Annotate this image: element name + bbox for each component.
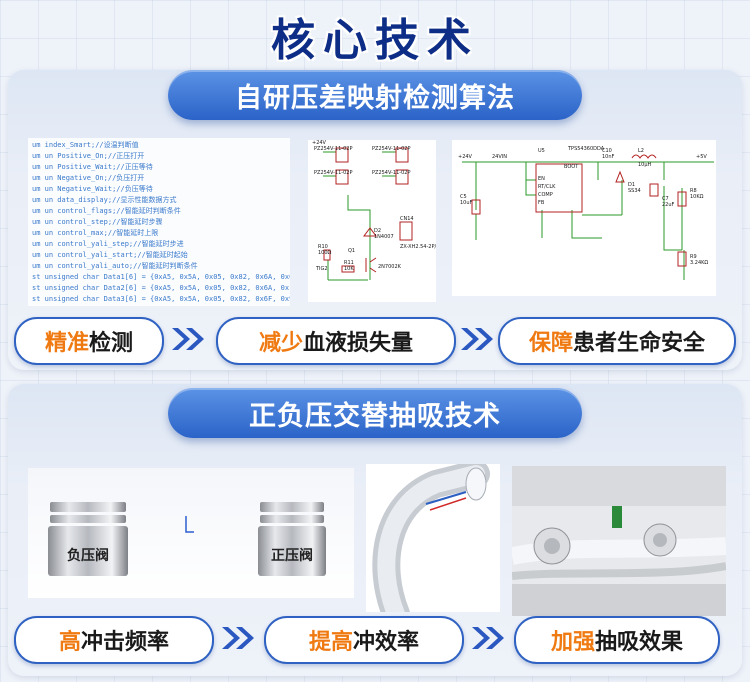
valve-negative-label: 负压阀 <box>67 547 109 564</box>
double-chevron-right-icon <box>170 326 206 356</box>
circuit-label: PZ254V-11-02P <box>372 146 410 152</box>
feature-text: 冲效率 <box>353 630 420 655</box>
circuit-label: Q1 <box>348 248 355 254</box>
circuit-label: FB <box>538 200 545 206</box>
feature-text: 冲击频率 <box>81 630 170 655</box>
circuit-label: R8 <box>690 188 697 194</box>
circuit-label: TIG2 <box>315 266 328 272</box>
circuit-label: R10 <box>318 244 328 250</box>
code-line: igned char Disply_R_V_D[9]; //动态开显示字 <box>32 305 290 306</box>
circuit-label: 10uF <box>460 200 473 206</box>
section-suction-heading: 正负压交替抽吸技术 <box>168 388 582 438</box>
circuit-label: RT/CLK <box>538 184 556 190</box>
feature-highlight: 提高 <box>308 630 353 655</box>
valve-positive-label: 正压阀 <box>271 547 313 564</box>
feature-highlight: 精准 <box>44 331 89 356</box>
feature-highlight: 减少 <box>258 331 303 356</box>
circuit-label: R11 <box>344 260 354 266</box>
code-line: um index_Smart;//设温判断值 <box>32 141 139 149</box>
circuit-label: R9 <box>690 254 697 260</box>
feature-text: 检测 <box>89 331 134 356</box>
circuit-label: 100Ω <box>318 250 332 256</box>
double-chevron-right-icon <box>459 326 495 356</box>
feature-accurate-detection: 精准检测 <box>14 317 164 365</box>
circuit-label: COMP <box>538 192 553 198</box>
feature-text: 患者生命安全 <box>573 331 706 356</box>
valves-svg: 负压阀 正压阀 <box>48 502 326 576</box>
circuit-label: TPS54360DDA <box>567 146 605 152</box>
code-line: um un control_yali_start;//智能延时起始 <box>32 251 188 259</box>
code-line: um un control_step;//智能延时步骤 <box>32 218 163 226</box>
circuit-label: D1 <box>628 182 635 188</box>
circuit-label: 10K <box>344 266 354 272</box>
circuit-label: PZ254V-11-02P <box>314 170 352 176</box>
feature-text: 抽吸效果 <box>595 630 684 655</box>
circuit-label: SS34 <box>628 188 641 194</box>
code-line: um un Negative_Wait;//负压等待 <box>32 185 153 193</box>
relay-circuit-svg: PZ254V-11-02P PZ254V-11-02P PZ254V-11-02P P… <box>312 140 436 281</box>
code-line: st unsigned char Data1[6] = {0xA5, 0x5A,… <box>32 273 290 281</box>
circuit-label: D2 <box>374 228 381 234</box>
code-line: um un Negative_On;//负压打开 <box>32 174 145 182</box>
code-line: um un Positive_Wait;//正压等待 <box>32 163 153 171</box>
device-photo <box>512 466 726 616</box>
circuit-label: 22uF <box>662 202 675 208</box>
circuit-label: PZ254V-11-02P <box>372 170 410 176</box>
code-line: st unsigned char Data3[6] = {0xA5, 0x5A,… <box>32 295 290 303</box>
code-line: um un control_yali_auto;//智能延时判断条件 <box>32 262 198 270</box>
circuit-label: PZ254V-11-02P <box>314 146 352 152</box>
feature-highlight: 加强 <box>550 630 595 655</box>
feature-enhance-suction: 加强抽吸效果 <box>514 616 720 664</box>
feature-patient-safety: 保障患者生命安全 <box>498 317 736 365</box>
circuit-label: 24VIN <box>492 154 507 160</box>
page-title: 核心技术 <box>271 15 479 66</box>
valves-image: 负压阀 正压阀 <box>28 468 354 598</box>
circuit-label: BOOT <box>564 164 579 170</box>
circuit-label: 10KΩ <box>690 194 704 200</box>
circuit-label: 10nF <box>602 154 615 160</box>
circuit-label: L2 <box>638 148 644 154</box>
feature-improve-efficiency: 提高冲效率 <box>264 616 464 664</box>
feature-highlight: 高 <box>58 630 81 655</box>
double-chevron-right-icon <box>470 625 506 655</box>
circuit-label: 2N7002K <box>378 264 402 270</box>
feature-reduce-blood-loss: 减少血液损失量 <box>216 317 456 365</box>
circuit-label: EN <box>538 176 545 182</box>
circuit-label: U5 <box>538 148 545 154</box>
circuit-label: C5 <box>460 194 467 200</box>
circuit-label: CN14 <box>400 216 414 222</box>
negative-valve <box>48 502 128 576</box>
circuit-label: +24V <box>312 140 327 146</box>
circuit-diagram-relay: PZ254V-11-02P PZ254V-11-02P PZ254V-11-02P P… <box>308 140 436 302</box>
feature-high-frequency: 高冲击频率 <box>14 616 214 664</box>
positive-valve <box>258 502 326 576</box>
circuit-label: C7 <box>662 196 669 202</box>
circuit-label: 3.24KΩ <box>690 260 708 266</box>
code-line: st unsigned char Data2[6] = {0xA5, 0x5A,… <box>32 284 290 292</box>
circuit-label: 1N4007 <box>374 234 394 240</box>
circuit-label: C10 <box>602 148 612 154</box>
circuit-label: 10μH <box>638 162 652 168</box>
code-line: um un control_yali_step;//智能延时步进 <box>32 240 184 248</box>
device-svg <box>512 466 726 616</box>
section-algorithm-heading: 自研压差映射检测算法 <box>168 70 582 120</box>
feature-highlight: 保障 <box>528 331 573 356</box>
circuit-label: ZX-XH2.54-2P/2T <box>400 244 436 250</box>
axis-icon <box>185 516 194 533</box>
feature-text: 血液损失量 <box>303 331 414 356</box>
code-line: um un control_flags;//智能延时判断条件 <box>32 207 181 215</box>
code-line: um un data_display;//显示性能数据方式 <box>32 196 177 204</box>
catheter-tube-image <box>366 464 500 612</box>
code-line: um un control_max;//智能延时上限 <box>32 229 159 237</box>
circuit-label: +5V <box>696 154 707 160</box>
double-chevron-right-icon <box>220 625 256 655</box>
circuit-label: +24V <box>458 154 473 160</box>
tube-svg <box>372 464 490 612</box>
code-line: um un Positive_On;//正压打开 <box>32 152 145 160</box>
